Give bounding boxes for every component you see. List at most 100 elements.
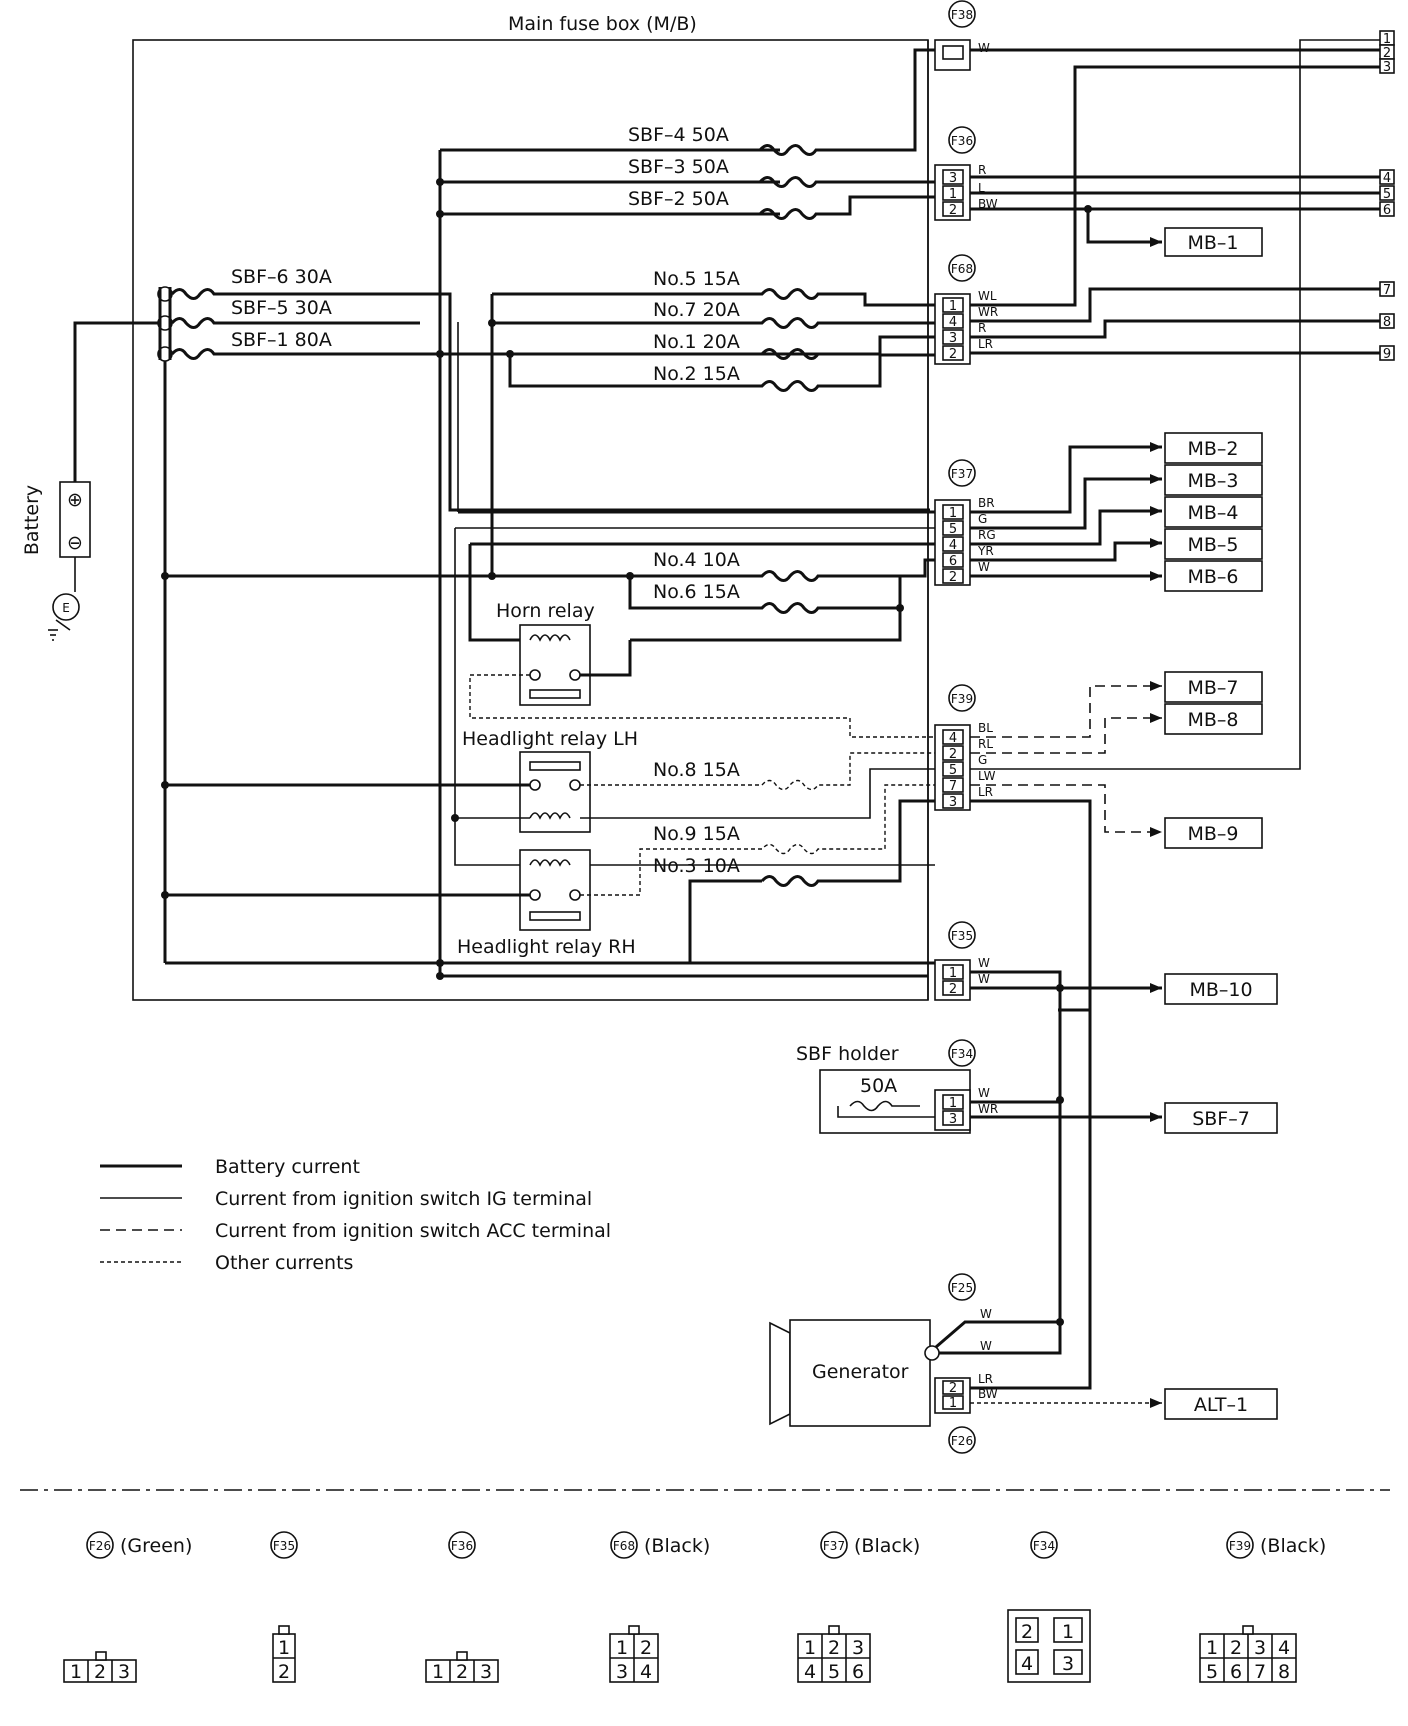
generator: [789, 1319, 931, 1427]
svg-text:2: 2: [828, 1637, 840, 1659]
svg-text:1: 1: [616, 1637, 628, 1659]
svg-text:3: 3: [118, 1661, 130, 1683]
f39-id: F39: [951, 692, 973, 706]
svg-text:BR: BR: [978, 496, 995, 510]
svg-text:1: 1: [1383, 32, 1391, 47]
sbf2-label: SBF–2 50A: [628, 188, 729, 210]
view-f39: F39 (Black) 1 2 3 4 5 6 7 8: [1199, 1531, 1326, 1683]
svg-text:8: 8: [1278, 1661, 1290, 1683]
svg-text:4: 4: [1021, 1653, 1033, 1675]
svg-text:1: 1: [949, 1096, 957, 1111]
sbf5-label: SBF–5 30A: [231, 297, 332, 319]
ground-circle: [52, 593, 80, 621]
svg-text:2: 2: [949, 747, 957, 762]
terminal-7: 7: [1379, 281, 1395, 298]
svg-text:5: 5: [1383, 187, 1391, 202]
svg-text:F35: F35: [273, 1539, 295, 1553]
svg-text:3: 3: [949, 171, 957, 186]
svg-text:4: 4: [949, 538, 957, 553]
svg-text:7: 7: [1383, 283, 1391, 298]
svg-text:3: 3: [949, 331, 957, 346]
output-mb7: MB–7: [1164, 671, 1263, 703]
view-f36: F36 1 2 3: [425, 1531, 499, 1683]
output-mb5: MB–5: [1164, 528, 1263, 560]
svg-text:MB–10: MB–10: [1189, 979, 1252, 1001]
svg-text:1: 1: [949, 299, 957, 314]
svg-text:2: 2: [949, 1381, 957, 1396]
svg-text:5: 5: [949, 763, 957, 778]
fuse-no7: No.7 20A: [653, 299, 740, 321]
main-fuse-box-title: Main fuse box (M/B): [508, 13, 697, 35]
svg-text:6: 6: [949, 554, 957, 569]
svg-text:6: 6: [852, 1661, 864, 1683]
battery-minus: ⊖: [67, 532, 83, 554]
svg-text:W: W: [980, 1307, 992, 1321]
svg-text:F39: F39: [1229, 1539, 1251, 1553]
svg-text:9: 9: [1383, 347, 1391, 362]
svg-text:1: 1: [804, 1637, 816, 1659]
svg-text:2: 2: [640, 1637, 652, 1659]
svg-text:MB–4: MB–4: [1187, 502, 1238, 524]
f34-id: F34: [951, 1047, 973, 1061]
battery-plus: ⊕: [67, 489, 83, 511]
svg-text:W: W: [978, 972, 990, 986]
svg-text:LR: LR: [978, 337, 993, 351]
f37-id: F37: [951, 467, 973, 481]
terminal-8: 8: [1379, 313, 1395, 330]
svg-text:2: 2: [1021, 1621, 1033, 1643]
svg-text:2: 2: [949, 347, 957, 362]
view-f37: F37 (Black) 1 2 3 4 5 6: [797, 1531, 920, 1683]
svg-text:1: 1: [432, 1661, 444, 1683]
svg-text:WL: WL: [978, 289, 997, 303]
output-sbf7: SBF–7: [1164, 1102, 1278, 1134]
svg-text:1: 1: [949, 1396, 957, 1411]
svg-text:3: 3: [480, 1661, 492, 1683]
fuse-no9: No.9 15A: [653, 823, 740, 845]
svg-text:W: W: [978, 560, 990, 574]
svg-text:G: G: [978, 753, 987, 767]
legend-acc: Current from ignition switch ACC termina…: [215, 1220, 611, 1242]
sbf3-label: SBF–3 50A: [628, 156, 729, 178]
svg-text:8: 8: [1383, 315, 1391, 330]
svg-text:G: G: [978, 512, 987, 526]
fuse-no1: No.1 20A: [653, 331, 740, 353]
fuse-no6: No.6 15A: [653, 581, 740, 603]
legend-battery: Battery current: [215, 1156, 360, 1178]
svg-text:RG: RG: [978, 528, 996, 542]
svg-text:4: 4: [1383, 171, 1391, 186]
svg-text:F26: F26: [89, 1539, 111, 1553]
sbf-holder-label: SBF holder: [796, 1043, 899, 1065]
svg-text:RL: RL: [978, 737, 993, 751]
svg-text:W: W: [978, 1086, 990, 1100]
svg-text:MB–2: MB–2: [1187, 438, 1238, 460]
svg-text:R: R: [978, 321, 986, 335]
terminal-4: 4: [1379, 169, 1395, 186]
svg-text:YR: YR: [977, 544, 994, 558]
svg-text:2: 2: [1383, 46, 1391, 61]
svg-text:LR: LR: [978, 1372, 993, 1386]
sbf-holder-fuse: 50A: [860, 1075, 897, 1097]
svg-text:MB–1: MB–1: [1187, 232, 1238, 254]
f38-id: F38: [951, 8, 973, 22]
svg-text:3: 3: [949, 1112, 957, 1127]
svg-text:3: 3: [852, 1637, 864, 1659]
svg-text:MB–9: MB–9: [1187, 823, 1238, 845]
ground-label: E: [62, 601, 70, 615]
svg-text:5: 5: [1206, 1661, 1218, 1683]
svg-text:4: 4: [804, 1661, 816, 1683]
view-f26: F26 (Green) 1 2 3: [63, 1531, 192, 1683]
svg-text:5: 5: [828, 1661, 840, 1683]
battery-label: Battery: [21, 485, 43, 555]
svg-text:MB–3: MB–3: [1187, 470, 1238, 492]
svg-text:L: L: [978, 181, 985, 195]
legend-ig: Current from ignition switch IG terminal: [215, 1188, 592, 1210]
output-mb10: MB–10: [1164, 973, 1278, 1005]
battery-body: [59, 481, 91, 558]
fuse-no2: No.2 15A: [653, 363, 740, 385]
sbf4-label: SBF–4 50A: [628, 124, 729, 146]
svg-text:WR: WR: [978, 1102, 998, 1116]
output-alt1: ALT–1: [1164, 1388, 1278, 1420]
svg-text:F36: F36: [451, 1539, 473, 1553]
f25-id: F25: [951, 1281, 973, 1295]
